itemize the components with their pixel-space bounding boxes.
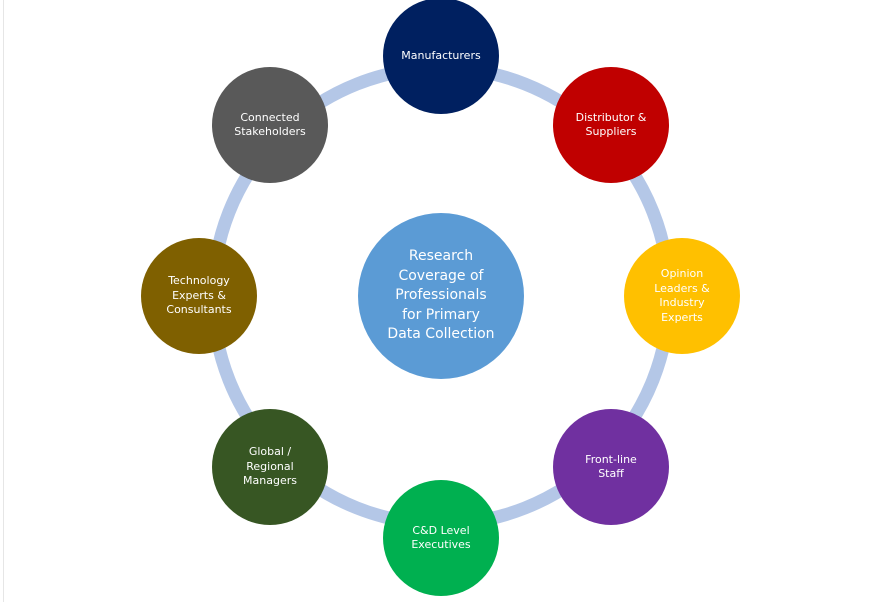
node-opinion-leaders: Opinion Leaders & Industry Experts — [624, 238, 740, 354]
left-border-line — [3, 0, 4, 602]
node-technology-experts: Technology Experts & Consultants — [141, 238, 257, 354]
node-cd-level-executives: C&D Level Executives — [383, 480, 499, 596]
center-research-coverage: Research Coverage of Professionals for P… — [358, 213, 524, 379]
node-manufacturers: Manufacturers — [383, 0, 499, 114]
node-global-regional-managers: Global / Regional Managers — [212, 409, 328, 525]
node-distributor-suppliers: Distributor & Suppliers — [553, 67, 669, 183]
node-front-line-staff: Front-line Staff — [553, 409, 669, 525]
node-connected-stakeholders: Connected Stakeholders — [212, 67, 328, 183]
